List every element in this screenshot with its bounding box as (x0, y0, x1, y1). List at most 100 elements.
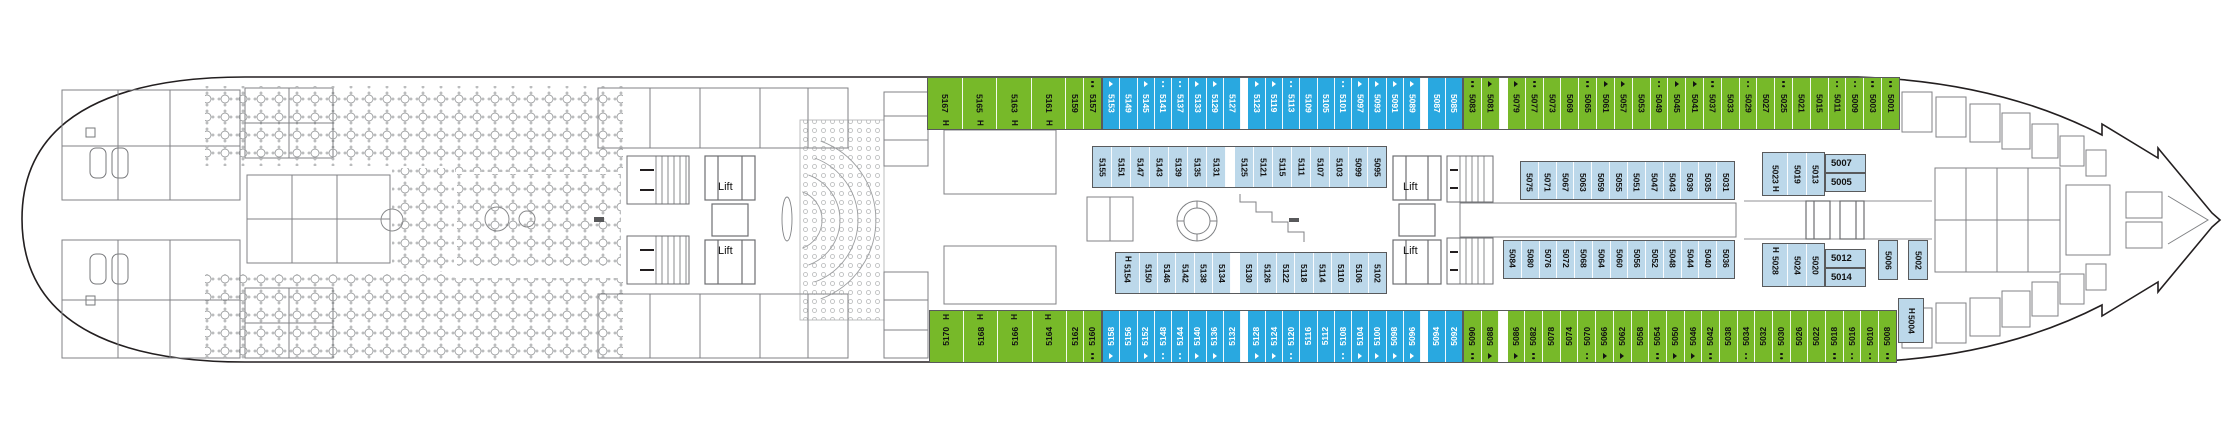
cabin-5152[interactable]: 5152 (1137, 311, 1155, 362)
cabin-5077[interactable]: 5077 (1525, 78, 1544, 129)
cabin-5040[interactable]: 5040 (1699, 241, 1718, 278)
cabin-5138[interactable]: 5138 (1194, 253, 1214, 293)
cabin-5168[interactable]: 5168 H (964, 311, 999, 362)
cabin-5112[interactable]: 5112 (1317, 311, 1335, 362)
cabin-5141[interactable]: 5141 (1154, 78, 1173, 129)
cabin-5146[interactable]: 5146 (1157, 253, 1177, 293)
cabin-5073[interactable]: 5073 (1543, 78, 1562, 129)
cabin-5049[interactable]: 5049 (1650, 78, 1669, 129)
cabin-5066[interactable]: 5066 (1596, 311, 1614, 362)
cabin-5068[interactable]: 5068 (1575, 241, 1593, 278)
cabin-5161[interactable]: 5161 H (1031, 78, 1067, 129)
cabin-5035[interactable]: 5035 (1699, 162, 1718, 199)
cabin-5082[interactable]: 5082 (1525, 311, 1544, 362)
cabin-5118[interactable]: 5118 (1295, 253, 1314, 293)
cabin-5155[interactable]: 5155 (1093, 147, 1112, 187)
cabin-5043[interactable]: 5043 (1663, 162, 1682, 199)
cabin-5069[interactable]: 5069 (1561, 78, 1580, 129)
cabin-5058[interactable]: 5058 (1631, 311, 1650, 362)
cabin-5143[interactable]: 5143 (1150, 147, 1169, 187)
cabin-5108[interactable]: 5108 (1334, 311, 1353, 362)
cabin-5156[interactable]: 5156 (1120, 311, 1138, 362)
cabin-5154[interactable]: 5154 H (1116, 253, 1140, 293)
cabin-5062[interactable]: 5062 (1613, 311, 1632, 362)
cabin-5034[interactable]: 5034 (1737, 311, 1756, 362)
cabin-5031[interactable]: 5031 (1717, 162, 1734, 199)
cabin-5124[interactable]: 5124 (1265, 311, 1283, 362)
cabin-5054[interactable]: 5054 (1649, 311, 1667, 362)
cabin-5076[interactable]: 5076 (1539, 241, 1558, 278)
cabin-5007[interactable]: 5007 (1825, 154, 1866, 173)
cabin-5084[interactable]: 5084 (1504, 241, 1522, 278)
cabin-5126[interactable]: 5126 (1258, 253, 1277, 293)
cabin-5026[interactable]: 5026 (1790, 311, 1809, 362)
cabin-5065[interactable]: 5065 (1579, 78, 1598, 129)
cabin-5075[interactable]: 5075 (1521, 162, 1539, 199)
cabin-5103[interactable]: 5103 (1330, 147, 1349, 187)
cabin-5165[interactable]: 5165 H (962, 78, 998, 129)
cabin-5096[interactable]: 5096 (1403, 311, 1422, 362)
cabin-5119[interactable]: 5119 (1265, 78, 1283, 129)
cabin-5153[interactable]: 5153 (1103, 78, 1121, 129)
cabin-5157[interactable]: 5157 (1084, 78, 1101, 129)
cabin-5085[interactable]: 5085 (1445, 78, 1462, 129)
cabin-5170[interactable]: 5170 H (930, 311, 965, 362)
cabin-5051[interactable]: 5051 (1627, 162, 1646, 199)
cabin-5020[interactable]: 5020 (1806, 244, 1825, 286)
cabin-5159[interactable]: 5159 (1066, 78, 1085, 129)
cabin-5039[interactable]: 5039 (1681, 162, 1700, 199)
cabin-5001[interactable]: 5001 (1882, 78, 1899, 129)
cabin-5052[interactable]: 5052 (1646, 241, 1664, 278)
cabin-5160[interactable]: 5160 (1084, 311, 1101, 362)
cabin-5113[interactable]: 5113 (1282, 78, 1301, 129)
cabin-5134[interactable]: 5134 (1213, 253, 1232, 293)
cabin-5100[interactable]: 5100 (1369, 311, 1387, 362)
cabin-5019[interactable]: 5019 (1788, 153, 1807, 195)
cabin-5130[interactable]: 5130 (1240, 253, 1259, 293)
cabin-5081[interactable]: 5081 (1481, 78, 1500, 129)
cabin-5097[interactable]: 5097 (1352, 78, 1370, 129)
cabin-5011[interactable]: 5011 (1828, 78, 1847, 129)
cabin-5071[interactable]: 5071 (1538, 162, 1557, 199)
cabin-5029[interactable]: 5029 (1739, 78, 1758, 129)
cabin-5012[interactable]: 5012 (1825, 249, 1866, 268)
cabin-5010[interactable]: 5010 (1861, 311, 1880, 362)
cabin-5070[interactable]: 5070 (1578, 311, 1597, 362)
cabin-5016[interactable]: 5016 (1843, 311, 1862, 362)
cabin-5009[interactable]: 5009 (1846, 78, 1865, 129)
cabin-5086[interactable]: 5086 (1507, 311, 1526, 362)
cabin-5104[interactable]: 5104 (1352, 311, 1370, 362)
cabin-5162[interactable]: 5162 (1066, 311, 1085, 362)
cabin-5135[interactable]: 5135 (1188, 147, 1207, 187)
cabin-5122[interactable]: 5122 (1276, 253, 1296, 293)
cabin-5144[interactable]: 5144 (1172, 311, 1190, 362)
cabin-5093[interactable]: 5093 (1369, 78, 1387, 129)
cabin-5047[interactable]: 5047 (1645, 162, 1664, 199)
cabin-5151[interactable]: 5151 (1112, 147, 1131, 187)
cabin-5095[interactable]: 5095 (1368, 147, 1386, 187)
cabin-5021[interactable]: 5021 (1793, 78, 1811, 129)
cabin-5002[interactable]: 5002 (1908, 240, 1928, 280)
cabin-5102[interactable]: 5102 (1368, 253, 1386, 293)
cabin-5006[interactable]: 5006 (1878, 240, 1898, 280)
cabin-5128[interactable]: 5128 (1248, 311, 1266, 362)
cabin-5140[interactable]: 5140 (1189, 311, 1207, 362)
cabin-5106[interactable]: 5106 (1350, 253, 1369, 293)
cabin-5145[interactable]: 5145 (1137, 78, 1155, 129)
cabin-5115[interactable]: 5115 (1273, 147, 1292, 187)
cabin-5132[interactable]: 5132 (1223, 311, 1242, 362)
cabin-5025[interactable]: 5025 (1775, 78, 1794, 129)
cabin-5055[interactable]: 5055 (1610, 162, 1628, 199)
cabin-5090[interactable]: 5090 (1464, 311, 1482, 362)
cabin-5014[interactable]: 5014 (1825, 268, 1866, 287)
cabin-5056[interactable]: 5056 (1628, 241, 1647, 278)
cabin-5167[interactable]: 5167 H (928, 78, 963, 129)
cabin-5060[interactable]: 5060 (1610, 241, 1629, 278)
cabin-5116[interactable]: 5116 (1300, 311, 1318, 362)
cabin-5149[interactable]: 5149 (1120, 78, 1138, 129)
cabin-5003[interactable]: 5003 (1864, 78, 1883, 129)
cabin-5078[interactable]: 5078 (1543, 311, 1561, 362)
cabin-5088[interactable]: 5088 (1481, 311, 1500, 362)
cabin-5064[interactable]: 5064 (1592, 241, 1611, 278)
cabin-5136[interactable]: 5136 (1206, 311, 1224, 362)
